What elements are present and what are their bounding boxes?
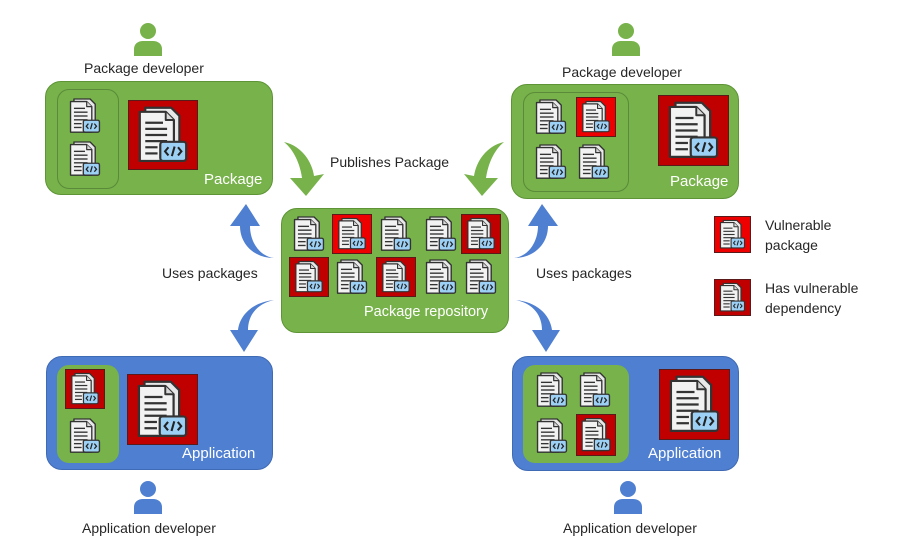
package-box-left: Package xyxy=(45,81,273,195)
repository-package-icon-has-vulnerable-dependency xyxy=(289,257,329,297)
dependency-package-icon-has-vulnerable-dependency xyxy=(576,414,616,456)
legend-dependency-line1: Has vulnerable xyxy=(765,280,859,296)
dependency-package-icon xyxy=(68,140,102,178)
repository-package-icon-vulnerable xyxy=(332,214,372,254)
uses-packages-label-left: Uses packages xyxy=(162,265,258,281)
repository-package-icon xyxy=(424,215,458,253)
repository-package-icon xyxy=(292,215,326,253)
application-developer-icon xyxy=(613,480,643,514)
repository-package-icon xyxy=(379,215,413,253)
package-box-title: Package xyxy=(204,171,263,188)
dependency-package-icon xyxy=(535,371,569,409)
main-package-icon-has-vulnerable-dependency xyxy=(128,100,198,170)
uses-arrow-down-left xyxy=(230,300,274,352)
dependency-package-icon xyxy=(578,371,612,409)
main-application-icon-has-vulnerable-dependency xyxy=(127,374,198,445)
legend-vulnerable-line2: package xyxy=(765,237,818,253)
repository-package-icon-has-vulnerable-dependency xyxy=(376,257,416,297)
dependency-package-icon-vulnerable xyxy=(576,97,616,137)
package-repository-title: Package repository xyxy=(364,304,489,320)
dependency-package-icon-has-vulnerable-dependency xyxy=(65,369,105,409)
uses-arrow-up-left xyxy=(230,204,274,258)
application-box-left: Application xyxy=(46,356,273,470)
publish-arrow-right xyxy=(464,142,504,196)
dependencies-group xyxy=(57,89,119,189)
publish-arrow-left xyxy=(284,142,324,196)
package-box-title: Package xyxy=(670,173,729,190)
package-developer-label: Package developer xyxy=(562,64,682,80)
package-box-right: Package xyxy=(511,84,739,199)
uses-arrow-up-right xyxy=(514,204,558,258)
application-box-right: Application xyxy=(512,356,739,471)
dependency-package-icon xyxy=(68,97,102,135)
publishes-package-label: Publishes Package xyxy=(330,154,450,170)
application-box-title: Application xyxy=(182,445,256,462)
uses-arrow-down-right xyxy=(516,300,560,352)
application-developer-label: Application developer xyxy=(82,520,216,536)
repository-package-icon xyxy=(464,258,498,296)
legend-vulnerable-icon xyxy=(714,216,751,253)
repository-package-icon xyxy=(424,258,458,296)
main-package-icon-has-vulnerable-dependency xyxy=(658,95,729,166)
legend-dependency-icon xyxy=(714,279,751,316)
application-box-title: Application xyxy=(648,445,722,462)
legend-vulnerable-label: Vulnerable package xyxy=(765,215,831,255)
dependency-package-icon xyxy=(535,417,569,455)
dependency-package-icon xyxy=(534,143,568,181)
package-developer-icon xyxy=(611,22,641,56)
package-developer-icon xyxy=(133,22,163,56)
main-application-icon-has-vulnerable-dependency xyxy=(659,369,730,440)
repository-package-icon xyxy=(335,258,369,296)
application-developer-label: Application developer xyxy=(563,520,697,536)
dependency-package-icon xyxy=(68,417,102,455)
package-repository-box: Package repository xyxy=(281,208,509,333)
application-developer-icon xyxy=(133,480,163,514)
legend-dependency-line2: dependency xyxy=(765,300,842,316)
package-developer-label: Package developer xyxy=(84,60,204,76)
dependency-package-icon xyxy=(534,98,568,136)
dependency-package-icon xyxy=(577,143,611,181)
uses-packages-label-right: Uses packages xyxy=(536,265,632,281)
repository-package-icon-has-vulnerable-dependency xyxy=(461,214,501,254)
dependencies-group xyxy=(523,92,629,192)
legend-dependency-label: Has vulnerable dependency xyxy=(765,278,858,318)
legend-vulnerable-line1: Vulnerable xyxy=(765,217,832,233)
